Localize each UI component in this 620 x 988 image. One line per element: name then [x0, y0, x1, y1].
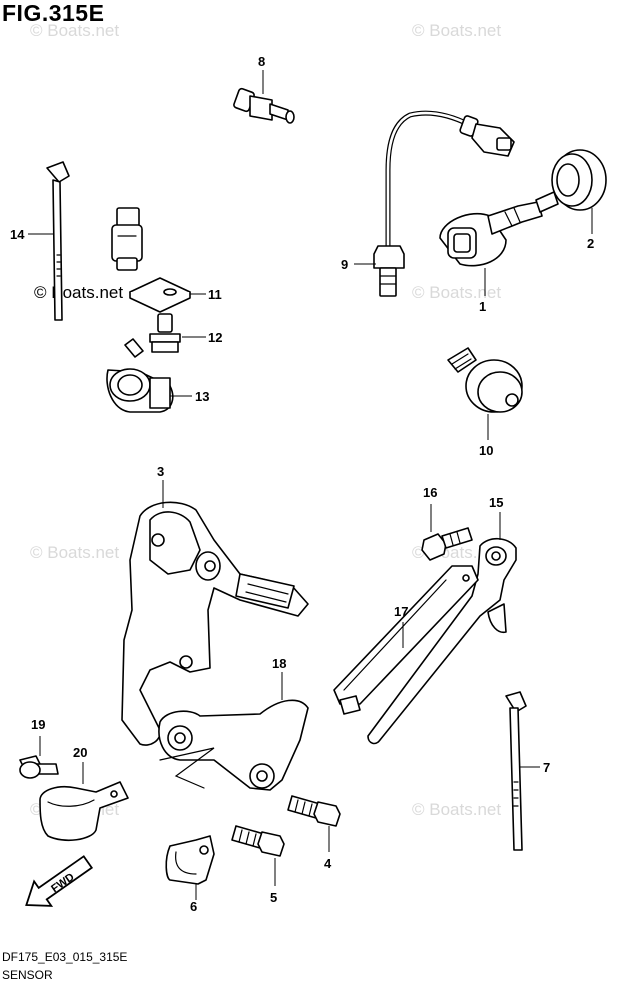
part-3-sensor-bracket[interactable]	[121, 501, 309, 746]
part-7-cable-tie[interactable]	[505, 691, 527, 851]
figure-title: FIG.315E	[2, 0, 105, 26]
callout-2[interactable]: 2	[587, 236, 594, 251]
part-11-clip-plate[interactable]	[129, 277, 191, 313]
part-10-sensor[interactable]	[447, 347, 523, 413]
callout-14[interactable]: 14	[10, 227, 25, 242]
part-17-sensor-arm[interactable]	[333, 565, 479, 715]
callout-20[interactable]: 20	[73, 745, 87, 760]
callout-11[interactable]: 11	[208, 287, 222, 302]
part-16-bolt[interactable]	[421, 527, 473, 561]
callout-9[interactable]: 9	[341, 257, 348, 272]
figure-name: SENSOR	[2, 968, 53, 982]
part-8-sensor-harness[interactable]	[111, 70, 295, 271]
part-13-clamp[interactable]	[106, 338, 174, 413]
figure-code: DF175_E03_015_315E	[2, 950, 128, 964]
callout-10[interactable]: 10	[479, 443, 493, 458]
callout-16[interactable]: 16	[423, 485, 437, 500]
fwd-arrow-icon: FWD	[25, 855, 94, 907]
callout-15[interactable]: 15	[489, 495, 503, 510]
part-1-sensor[interactable]	[439, 191, 559, 267]
callout-4[interactable]: 4	[324, 856, 332, 871]
callout-7[interactable]: 7	[543, 760, 550, 775]
part-15-bracket[interactable]	[367, 537, 517, 745]
part-20-clamp[interactable]	[39, 781, 129, 842]
callout-18[interactable]: 18	[272, 656, 286, 671]
callout-5[interactable]: 5	[270, 890, 277, 905]
part-18-bracket-plate[interactable]	[158, 699, 309, 791]
watermark: © Boats.net	[30, 21, 119, 40]
callout-3[interactable]: 3	[157, 464, 164, 479]
part-4-bolt[interactable]	[287, 795, 341, 827]
callout-8[interactable]: 8	[258, 54, 265, 69]
watermark-group: © Boats.net © Boats.net © Boats.net © Bo…	[30, 21, 501, 819]
part-12-bolt[interactable]	[149, 313, 181, 353]
watermark: © Boats.net	[412, 21, 501, 40]
watermark-dark: © Boats.net	[34, 283, 123, 302]
watermark: © Boats.net	[412, 800, 501, 819]
part-6-clamp[interactable]	[165, 835, 215, 885]
callout-13[interactable]: 13	[195, 389, 209, 404]
part-5-bolt[interactable]	[231, 825, 285, 857]
watermark: © Boats.net	[412, 283, 501, 302]
part-19-bolt[interactable]	[19, 755, 59, 779]
callout-12[interactable]: 12	[208, 330, 222, 345]
callout-1[interactable]: 1	[479, 299, 486, 314]
part-2-grommet[interactable]	[551, 149, 607, 211]
part-9-sensor-harness[interactable]	[373, 110, 515, 297]
callout-19[interactable]: 19	[31, 717, 45, 732]
callout-6[interactable]: 6	[190, 899, 197, 914]
part-14-cable-tie[interactable]	[46, 161, 70, 321]
watermark: © Boats.net	[30, 543, 119, 562]
callout-17[interactable]: 17	[394, 604, 408, 619]
